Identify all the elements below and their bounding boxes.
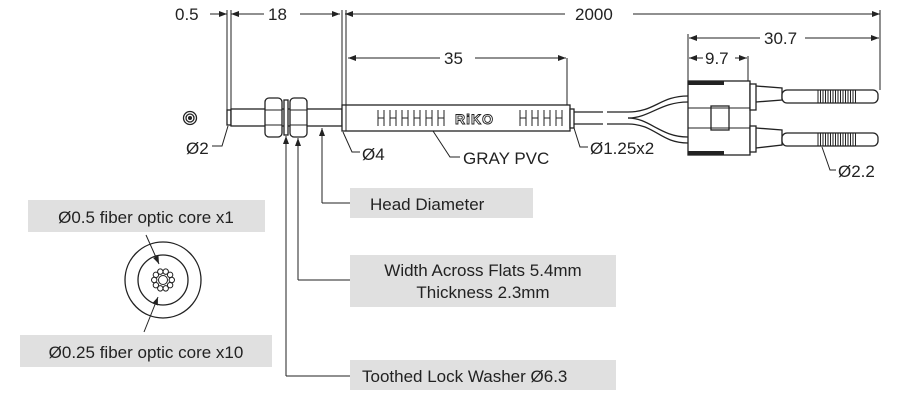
grip-groove bbox=[543, 110, 551, 126]
fiber-core bbox=[157, 268, 164, 275]
hex-nut bbox=[264, 97, 283, 138]
grip-groove bbox=[389, 110, 397, 126]
fiber-core bbox=[168, 276, 176, 284]
pin-diameter-label: Ø2.2 bbox=[838, 162, 875, 181]
grip-groove bbox=[437, 110, 445, 126]
tip-diameter-label: Ø2 bbox=[186, 139, 209, 158]
svg-text:Head Diameter: Head Diameter bbox=[370, 195, 485, 214]
grip-groove bbox=[555, 110, 563, 126]
dimension-lines bbox=[210, 10, 881, 125]
dim-cable-length: 2000 bbox=[575, 5, 613, 24]
grip-groove bbox=[519, 110, 527, 126]
fiber-core bbox=[162, 285, 169, 292]
lock-washer bbox=[283, 99, 289, 136]
sleeve-material-label: GRAY PVC bbox=[463, 149, 549, 168]
connector bbox=[687, 80, 879, 156]
grip-groove bbox=[425, 110, 433, 126]
grip-groove bbox=[531, 110, 539, 126]
fiber-core bbox=[151, 276, 158, 284]
callout-width-across-flats: Width Across Flats 5.4mm Thickness 2.3mm bbox=[350, 255, 616, 307]
brand-logo: RiKO bbox=[455, 111, 494, 127]
cable bbox=[569, 95, 689, 144]
grip-groove bbox=[377, 110, 385, 126]
fiber-core bbox=[157, 285, 164, 292]
dim-connector-length: 30.7 bbox=[764, 29, 797, 48]
fiber-core bbox=[166, 281, 174, 289]
grip-groove bbox=[401, 110, 409, 126]
fiber-core bbox=[166, 271, 174, 279]
head-diameter-label: Ø4 bbox=[362, 145, 385, 164]
center-core-label: Ø0.5 fiber optic core x1 bbox=[58, 208, 234, 227]
grip-groove bbox=[413, 110, 421, 126]
dim-tip-length: 0.5 bbox=[175, 5, 199, 24]
dim-connector-body: 9.7 bbox=[705, 49, 729, 68]
hex-nut bbox=[289, 97, 308, 138]
fiber-core bbox=[152, 281, 160, 289]
dim-sleeve-length: 35 bbox=[444, 49, 463, 68]
fiber-core bbox=[162, 268, 169, 275]
cable-cross-section: Ø0.5 fiber optic core x1 Ø0.25 fiber opt… bbox=[20, 200, 272, 367]
svg-text:Toothed Lock Washer Ø6.3: Toothed Lock Washer Ø6.3 bbox=[362, 367, 567, 386]
svg-text:Thickness 2.3mm: Thickness 2.3mm bbox=[416, 283, 549, 302]
callout-head-diameter: Head Diameter bbox=[350, 188, 533, 218]
tip-end-view bbox=[182, 110, 198, 126]
fiber-core bbox=[152, 271, 160, 279]
callout-lock-washer: Toothed Lock Washer Ø6.3 bbox=[350, 360, 616, 390]
probe: RiKO bbox=[226, 97, 571, 138]
outer-cores-label: Ø0.25 fiber optic core x10 bbox=[49, 343, 244, 362]
dim-probe-length: 18 bbox=[268, 5, 287, 24]
svg-text:Width Across Flats 5.4mm: Width Across Flats 5.4mm bbox=[384, 261, 581, 280]
cable-diameter-label: Ø1.25x2 bbox=[590, 139, 654, 158]
